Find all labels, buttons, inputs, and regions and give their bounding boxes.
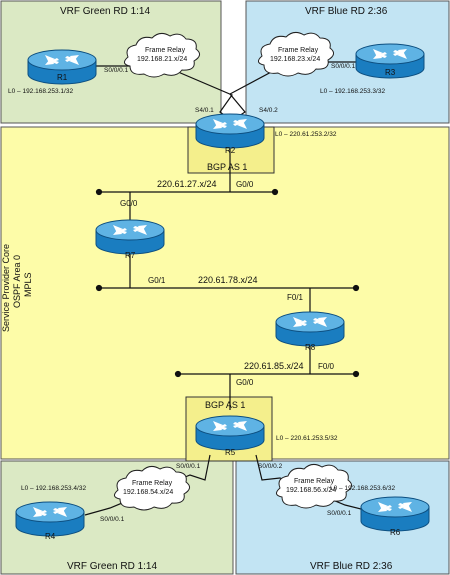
cloud-r3-r2-line1: Frame Relay bbox=[278, 47, 319, 54]
cloud-r1-r2 bbox=[124, 32, 200, 78]
cloud-r4-r5-line2: 192.168.54.x/24 bbox=[123, 489, 173, 496]
vrf-green-bottom-title: VRF Green RD 1:14 bbox=[67, 561, 157, 572]
cloud-r1-r2-line1: Frame Relay bbox=[145, 47, 186, 54]
router-r4-loopback: L0 – 192.168.253.4/32 bbox=[21, 485, 86, 492]
subnet-85: 220.61.85.x/24 bbox=[244, 361, 304, 371]
ethernet-segments bbox=[95, 188, 360, 378]
iface-r2-g0: G0/0 bbox=[236, 180, 254, 189]
iface-r7-g0: G0/0 bbox=[120, 199, 138, 208]
cloud-r4-r5-line1: Frame Relay bbox=[132, 480, 173, 487]
router-r7-icon[interactable] bbox=[95, 219, 165, 255]
iface-r2-s41: S4/0.1 bbox=[195, 107, 214, 114]
router-r5-icon[interactable] bbox=[195, 415, 265, 451]
vrf-blue-bottom-title: VRF Blue RD 2:36 bbox=[310, 561, 393, 572]
iface-r6-s0: S0/0/0.1 bbox=[327, 510, 352, 517]
router-r4-icon[interactable] bbox=[15, 501, 85, 537]
router-r6-loopback: L0 – 192.168.253.6/32 bbox=[330, 485, 395, 492]
iface-r3-s0: S0/0/0.1 bbox=[331, 63, 356, 70]
bgp-top-label: BGP AS 1 bbox=[207, 162, 247, 172]
core-label-line-2: OSPF Area 0 bbox=[12, 255, 22, 308]
cloud-r6-r5 bbox=[276, 463, 352, 509]
cloud-r3-r2 bbox=[258, 31, 334, 77]
cloud-r4-r5 bbox=[114, 465, 190, 511]
bgp-bottom-label: BGP AS 1 bbox=[205, 400, 245, 410]
router-r8-name: R8 bbox=[305, 343, 316, 352]
core-label-line-3: MPLS bbox=[23, 272, 33, 297]
router-r6-name: R6 bbox=[390, 528, 401, 537]
router-r2-icon[interactable] bbox=[195, 113, 265, 149]
router-r5-loopback: L0 – 220.61.253.5/32 bbox=[276, 435, 338, 442]
iface-r7-g1: G0/1 bbox=[148, 276, 166, 285]
cloud-r6-r5-line2: 192.168.56.x/24 bbox=[286, 487, 336, 494]
router-r2-name: R2 bbox=[225, 146, 236, 155]
router-r3-name: R3 bbox=[385, 68, 396, 77]
cloud-r6-r5-line1: Frame Relay bbox=[294, 478, 335, 485]
subnet-78: 220.61.78.x/24 bbox=[198, 275, 258, 285]
iface-r1-s0: S0/0/0.1 bbox=[104, 67, 129, 74]
iface-r8-f1: F0/1 bbox=[287, 293, 304, 302]
iface-r5-s01: S0/0/0.1 bbox=[176, 463, 201, 470]
router-r1-name: R1 bbox=[57, 73, 68, 82]
router-r4-name: R4 bbox=[45, 532, 56, 541]
iface-r5-g0: G0/0 bbox=[236, 378, 254, 387]
router-r5-name: R5 bbox=[225, 448, 236, 457]
core-label-line-1: Service Provider Core bbox=[1, 244, 11, 332]
vrf-blue-top-title: VRF Blue RD 2:36 bbox=[305, 6, 388, 17]
router-r6-icon[interactable] bbox=[360, 496, 430, 532]
router-r2-loopback: L0 – 220.61.253.2/32 bbox=[275, 131, 337, 138]
iface-r8-f0: F0/0 bbox=[318, 362, 335, 371]
iface-r5-s02: S0/0/0.2 bbox=[258, 463, 283, 470]
iface-r4-s0: S0/0/0.1 bbox=[100, 516, 125, 523]
core-label: Service Provider Core OSPF Area 0 MPLS bbox=[1, 244, 33, 332]
router-r3-loopback: L0 – 192.168.253.3/32 bbox=[320, 88, 385, 95]
router-r8-icon[interactable] bbox=[275, 311, 345, 347]
router-r7-name: R7 bbox=[125, 251, 136, 260]
router-r1-loopback: L0 – 192.168.253.1/32 bbox=[8, 88, 73, 95]
vrf-green-top-title: VRF Green RD 1:14 bbox=[60, 6, 150, 17]
cloud-r1-r2-line2: 192.168.21.x/24 bbox=[137, 56, 187, 63]
subnet-27: 220.61.27.x/24 bbox=[157, 179, 217, 189]
cloud-r3-r2-line2: 192.168.23.x/24 bbox=[270, 56, 320, 63]
iface-r2-s42: S4/0.2 bbox=[259, 107, 278, 114]
